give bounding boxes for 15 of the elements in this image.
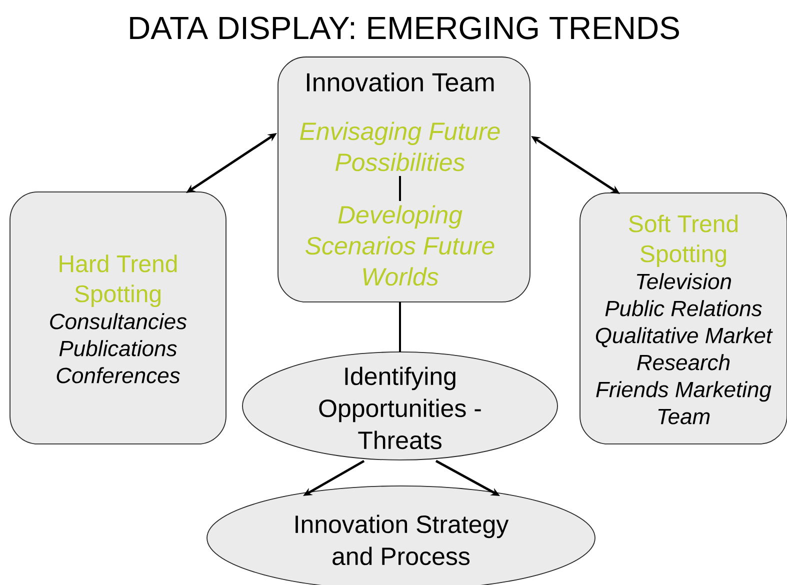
- italic-text: Envisaging Future Possibilities: [300, 122, 500, 172]
- title: DATA DISPLAY: EMERGING TRENDS: [130, 16, 679, 40]
- box-heading: Innovation Team: [307, 72, 494, 92]
- list-item: Qualitative Market Research: [596, 327, 773, 370]
- box-heading: Hard Trend Spotting: [60, 254, 177, 308]
- list-item: Publications: [59, 340, 177, 356]
- list-item: Conferences: [56, 367, 180, 384]
- connector-line: [399, 176, 401, 201]
- list-item: Public Relations: [605, 300, 762, 316]
- box-heading: Soft Trend Spotting: [629, 214, 738, 268]
- connector-line: [399, 302, 401, 352]
- italic-text: Developing Scenarios Future Worlds: [306, 205, 494, 286]
- list-item: Consultancies: [50, 313, 187, 330]
- list-item: Television: [636, 273, 732, 290]
- list-item: Friends Marketing Team: [596, 381, 772, 424]
